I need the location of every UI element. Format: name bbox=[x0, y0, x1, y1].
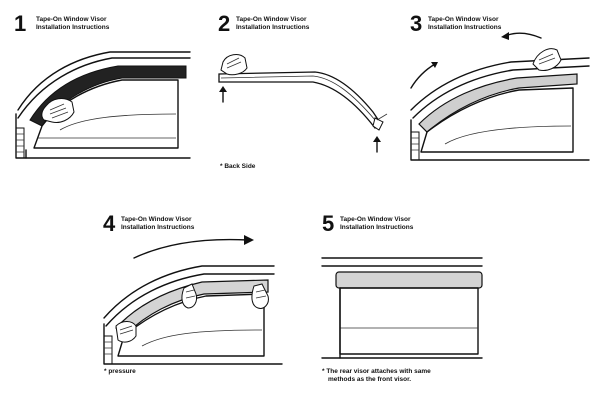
step-title-line1: Tape-On Window Visor bbox=[36, 16, 107, 23]
step-number: 4 bbox=[103, 211, 116, 236]
step-5-illustration bbox=[321, 257, 483, 359]
step-2-illustration bbox=[218, 54, 388, 153]
step-title: Tape-On Window Visor Installation Instru… bbox=[236, 16, 309, 31]
step-note: * The rear visor attaches with same meth… bbox=[322, 368, 431, 384]
step-title: Tape-On Window Visor Installation Instru… bbox=[428, 16, 501, 31]
step-title: Tape-On Window Visor Installation Instru… bbox=[121, 216, 194, 231]
step-title-line2: Installation Instructions bbox=[340, 223, 414, 231]
step-title-line2: Installation Instructions bbox=[428, 23, 502, 31]
step-title-line2: Installation Instructions bbox=[236, 23, 310, 31]
step-number: 3 bbox=[410, 11, 423, 36]
hand-icon bbox=[115, 321, 137, 343]
step-number: 1 bbox=[14, 11, 27, 36]
step-title-line1: Tape-On Window Visor bbox=[236, 16, 307, 23]
arrow-icon bbox=[373, 136, 381, 153]
step-note-line2: methods as the front visor. bbox=[328, 376, 412, 383]
arrow-icon bbox=[219, 86, 227, 103]
arrow-icon bbox=[133, 235, 254, 259]
step-title-line1: Tape-On Window Visor bbox=[428, 16, 499, 23]
step-title-line1: Tape-On Window Visor bbox=[121, 216, 192, 223]
step-note: * pressure bbox=[104, 368, 136, 375]
step-title: Tape-On Window Visor Installation Instru… bbox=[36, 16, 109, 31]
arrow-icon bbox=[501, 32, 542, 40]
step-title: Tape-On Window Visor Installation Instru… bbox=[340, 216, 413, 231]
step-number: 5 bbox=[322, 211, 335, 236]
hand-icon bbox=[532, 48, 562, 71]
step-note-line1: * The rear visor attaches with same bbox=[322, 368, 431, 375]
step-3-illustration bbox=[410, 32, 590, 161]
step-note: * Back Side bbox=[220, 163, 256, 170]
hand-icon bbox=[220, 54, 248, 76]
hand-icon bbox=[41, 98, 75, 123]
step-number: 2 bbox=[218, 11, 231, 36]
hand-icon bbox=[251, 283, 269, 309]
step-title-line2: Installation Instructions bbox=[121, 223, 195, 231]
step-4-illustration bbox=[103, 235, 283, 365]
step-1-illustration bbox=[15, 51, 191, 159]
arrow-icon bbox=[410, 62, 438, 89]
step-title-line2: Installation Instructions bbox=[36, 23, 110, 31]
step-title-line1: Tape-On Window Visor bbox=[340, 216, 411, 223]
hand-icon bbox=[181, 283, 197, 309]
